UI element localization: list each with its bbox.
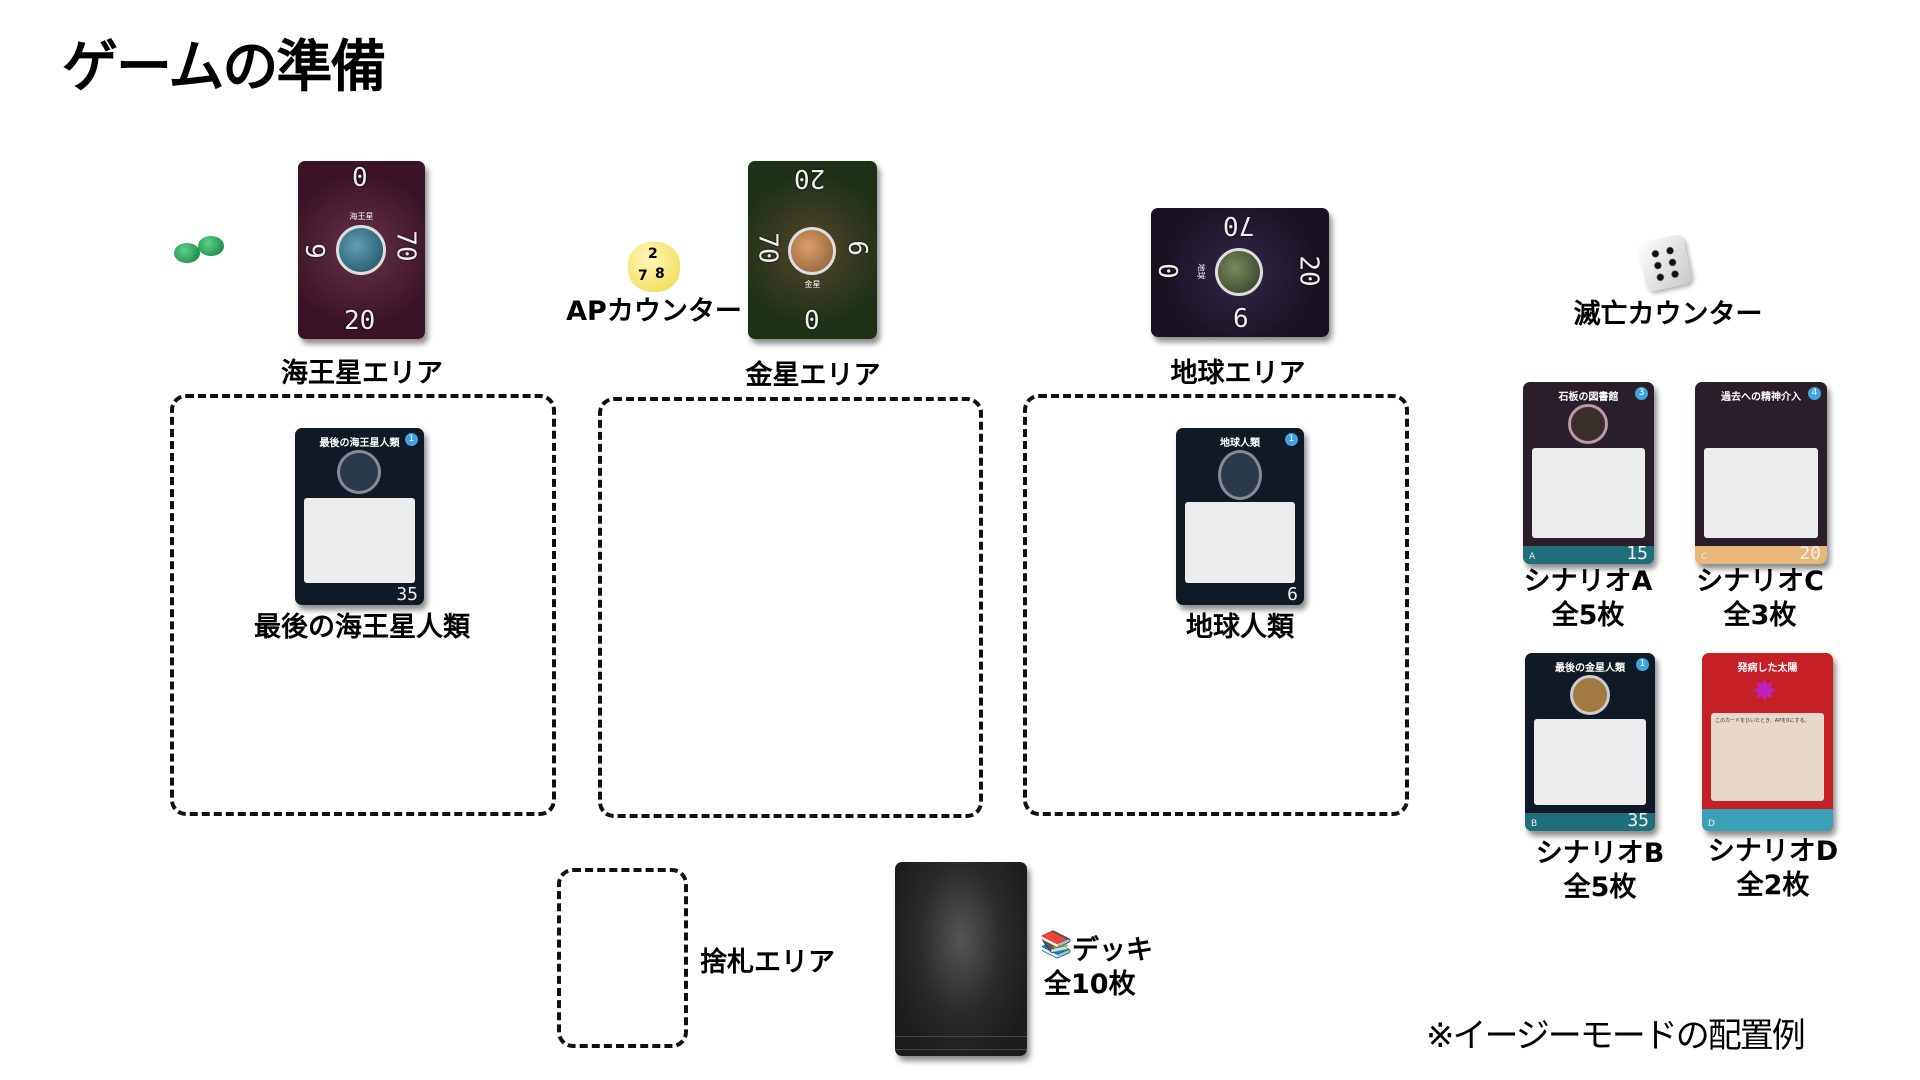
planet-name: 地球 (1196, 263, 1206, 280)
value-left: 0 (1151, 263, 1182, 279)
value-top: 0 (352, 163, 368, 193)
discard-area-zone[interactable] (557, 868, 688, 1048)
value-right: 20 (1293, 255, 1324, 287)
neptune-area-label: 海王星エリア (281, 358, 443, 389)
deck-count: 全10枚 (1044, 969, 1136, 1000)
card-badge: 1 (1636, 658, 1649, 671)
card-cost: 35 (1627, 810, 1649, 831)
planet-name: 海王星 (349, 212, 374, 221)
card-title: 最後の金星人類 (1555, 663, 1625, 674)
value-right: 9 (844, 240, 875, 256)
scenario-d-label: シナリオD (1707, 836, 1839, 867)
deck-pile[interactable] (895, 862, 1027, 1056)
card-cost: 6 (1287, 584, 1298, 605)
card-badge: 1 (1285, 433, 1298, 446)
books-icon: 📚 (1040, 930, 1073, 960)
value-top: 70 (1223, 210, 1255, 240)
die-face: 2 (648, 246, 658, 262)
die-face: 8 (655, 266, 665, 282)
card-title: 発病した太陽 (1737, 663, 1798, 674)
character-card-neptune-human: 最後の海王星人類 1 35 (295, 428, 424, 605)
venus-area-label: 金星エリア (745, 360, 881, 391)
card-text: このカードをひいたとき、APを0にする。 (1711, 713, 1824, 801)
card-cost: 35 (396, 584, 418, 605)
value-bottom: 6 (1233, 304, 1249, 334)
doom-die-icon (1637, 233, 1693, 293)
card-cost: 20 (1799, 543, 1821, 564)
scenario-a-count: 全5枚 (1551, 600, 1625, 631)
value-left: 9 (298, 243, 329, 259)
card-title: 最後の海王星人類 (319, 438, 400, 449)
card-letter: B (1531, 819, 1538, 829)
card-badge: 4 (1808, 387, 1821, 400)
card-title: 石板の図書館 (1558, 392, 1619, 403)
scenario-card-d: 発病した太陽 ✸ このカードをひいたとき、APを0にする。 D (1702, 653, 1833, 831)
value-bottom: 0 (804, 306, 820, 336)
card-letter: D (1708, 819, 1715, 829)
scenario-b-count: 全5枚 (1563, 872, 1637, 903)
value-left: 70 (752, 232, 783, 264)
scenario-c-count: 全3枚 (1723, 600, 1797, 631)
earth-area-label: 地球エリア (1170, 358, 1306, 389)
discard-area-label: 捨札エリア (700, 947, 835, 978)
earth-planet-card: 地球 70 0 20 6 (1151, 208, 1329, 337)
earth-human-label: 地球人類 (1186, 612, 1294, 643)
scenario-card-c: 過去への精神介入 4 C 20 (1695, 382, 1827, 564)
scenario-c-label: シナリオC (1696, 566, 1824, 597)
deck-label: デッキ (1072, 935, 1153, 966)
card-cost: 15 (1626, 543, 1648, 564)
scenario-b-label: シナリオB (1535, 838, 1665, 869)
scenario-card-a: 石板の図書館 3 A 15 (1523, 382, 1654, 564)
layout-note: ※イージーモードの配置例 (1426, 1016, 1806, 1056)
planet-name: 金星 (804, 280, 821, 289)
card-letter: C (1701, 552, 1708, 562)
earth-area-zone[interactable] (1023, 394, 1409, 816)
scenario-card-b: 最後の金星人類 1 B 35 (1525, 653, 1655, 831)
value-right: 70 (390, 230, 421, 262)
die-face: 7 (638, 268, 648, 284)
burst-icon: ✸ (1752, 674, 1778, 709)
doom-counter-label: 滅亡カウンター (1573, 299, 1763, 330)
scenario-d-count: 全2枚 (1736, 870, 1810, 901)
card-title: 過去への精神介入 (1721, 392, 1801, 403)
card-badge: 1 (405, 433, 418, 446)
page-title: ゲームの準備 (62, 35, 386, 100)
neptune-planet-card: 海王星 0 9 70 20 (298, 161, 425, 339)
value-top: 20 (794, 163, 826, 193)
ap-counter-label: APカウンター (566, 296, 742, 327)
character-card-earth-human: 地球人類 1 6 (1176, 428, 1304, 605)
scenario-a-label: シナリオA (1523, 566, 1653, 597)
card-badge: 3 (1635, 387, 1648, 400)
neptune-area-zone[interactable] (170, 394, 556, 816)
venus-planet-card: 金星 20 70 9 0 (748, 161, 877, 339)
venus-area-zone[interactable] (598, 397, 983, 818)
green-tokens-icon (174, 236, 230, 264)
card-letter: A (1529, 552, 1536, 562)
neptune-human-label: 最後の海王星人類 (254, 612, 470, 643)
card-title: 地球人類 (1220, 438, 1260, 449)
ap-die-icon: 2 7 8 (628, 242, 680, 292)
value-bottom: 20 (344, 306, 376, 336)
